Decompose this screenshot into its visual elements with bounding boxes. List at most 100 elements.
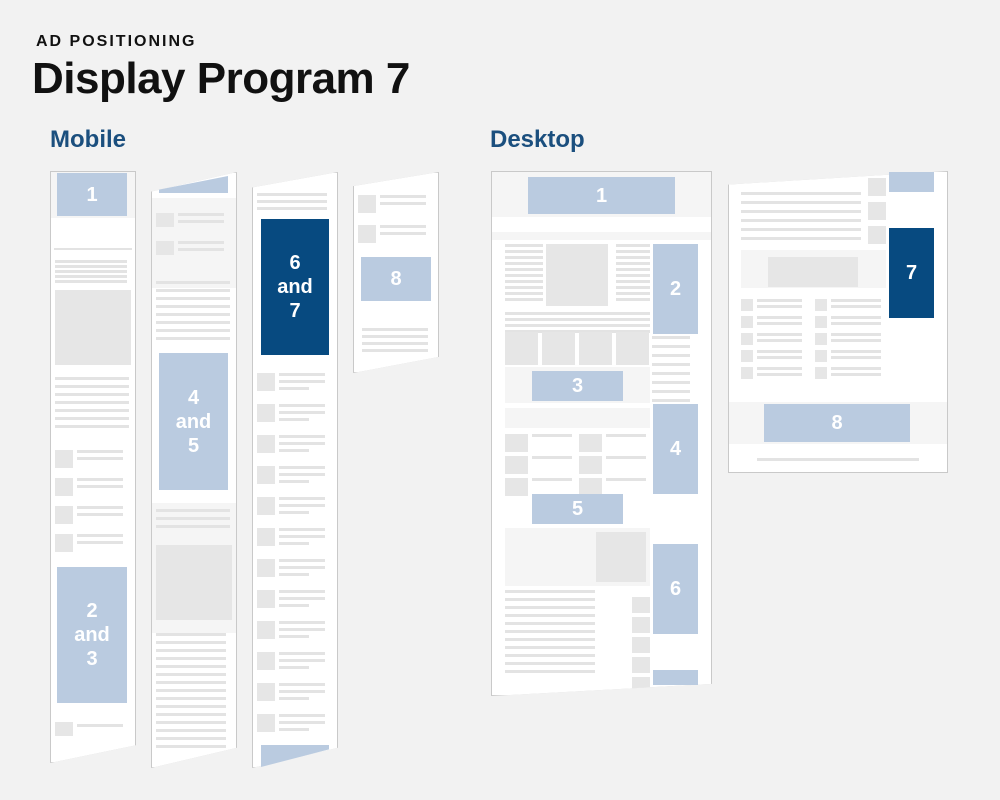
placeholder-image (257, 435, 275, 453)
placeholder-line (156, 697, 226, 700)
placeholder-line (178, 248, 224, 251)
placeholder-line (279, 628, 325, 631)
placeholder-line (616, 292, 650, 295)
placeholder-line (156, 713, 226, 716)
placeholder-line (505, 606, 595, 609)
placeholder-line (55, 417, 129, 420)
placeholder-line (279, 473, 325, 476)
placeholder-line (741, 237, 861, 240)
placeholder-line (55, 260, 127, 263)
desktop-heading: Desktop (490, 126, 585, 153)
placeholder-line (505, 280, 543, 283)
placeholder-line (505, 670, 595, 673)
placeholder-image (257, 621, 275, 639)
placeholder-line (279, 466, 325, 469)
placeholder-line (55, 401, 129, 404)
placeholder-image (741, 316, 753, 328)
placeholder-line (505, 250, 543, 253)
placeholder-line (505, 638, 595, 641)
placeholder-image (257, 590, 275, 608)
placeholder-line (505, 646, 595, 649)
placeholder-line (279, 380, 325, 383)
placeholder-line (279, 497, 325, 500)
placeholder-line (652, 372, 690, 375)
placeholder-line (156, 517, 230, 520)
placeholder-line (831, 373, 881, 376)
placeholder-image (55, 506, 73, 524)
placeholder-image (596, 532, 646, 582)
placeholder-image (156, 213, 174, 227)
placeholder-image (358, 225, 376, 243)
placeholder-line (156, 297, 230, 300)
placeholder-image (55, 450, 73, 468)
placeholder-line (505, 256, 543, 259)
placeholder-line (279, 418, 309, 421)
mobile-page-1 (50, 171, 136, 763)
placeholder-line (156, 641, 226, 644)
placeholder-line (505, 330, 650, 333)
placeholder-line (156, 705, 226, 708)
desktop-ad-top-partial (889, 172, 934, 192)
placeholder-line (279, 573, 309, 576)
placeholder-line (156, 673, 226, 676)
placeholder-line (505, 598, 595, 601)
placeholder-line (156, 657, 226, 660)
placeholder-image (257, 559, 275, 577)
placeholder-line (279, 683, 325, 686)
placeholder-image (815, 299, 827, 311)
placeholder-line (616, 244, 650, 247)
placeholder-line (831, 316, 881, 319)
placeholder-line (757, 299, 802, 302)
placeholder-line (505, 662, 595, 665)
placeholder-line (55, 280, 127, 283)
placeholder-line (156, 313, 230, 316)
placeholder-line (156, 509, 230, 512)
placeholder-line (156, 721, 226, 724)
placeholder-line (156, 337, 230, 340)
placeholder-image (505, 456, 528, 474)
placeholder-line (77, 534, 123, 537)
placeholder-line (505, 274, 543, 277)
placeholder-line (505, 622, 595, 625)
placeholder-image (579, 456, 602, 474)
placeholder-line (652, 381, 690, 384)
desktop-ad-3: 3 (532, 371, 623, 401)
placeholder-image (815, 367, 827, 379)
placeholder-line (279, 590, 325, 593)
placeholder-line (156, 281, 230, 284)
placeholder-line (156, 305, 230, 308)
placeholder-line (54, 248, 132, 250)
placeholder-image (542, 332, 575, 365)
placeholder-line (741, 192, 861, 195)
placeholder-line (279, 714, 325, 717)
desktop-ad-8: 8 (764, 404, 910, 442)
placeholder-line (362, 335, 428, 338)
placeholder-image (632, 637, 650, 653)
placeholder-image (741, 299, 753, 311)
placeholder-line (652, 345, 690, 348)
placeholder-image (505, 478, 528, 496)
placeholder-line (616, 268, 650, 271)
placeholder-line (279, 528, 325, 531)
page-title: Display Program 7 (32, 54, 410, 103)
placeholder-line (380, 195, 426, 198)
placeholder-line (178, 241, 224, 244)
mobile-ad-1: 1 (57, 173, 127, 216)
placeholder-line (741, 201, 861, 204)
placeholder-line (616, 274, 650, 277)
placeholder-line (279, 542, 309, 545)
placeholder-line (757, 373, 802, 376)
placeholder-line (757, 367, 802, 370)
mobile-heading: Mobile (50, 126, 126, 153)
placeholder-image (257, 528, 275, 546)
placeholder-image (741, 367, 753, 379)
placeholder-line (156, 681, 226, 684)
placeholder-line (380, 232, 426, 235)
placeholder-line (606, 434, 646, 437)
placeholder-image (546, 244, 608, 306)
placeholder-line (279, 666, 309, 669)
placeholder-line (279, 504, 325, 507)
placeholder-band (492, 232, 711, 240)
placeholder-line (279, 442, 325, 445)
placeholder-image (768, 257, 858, 287)
